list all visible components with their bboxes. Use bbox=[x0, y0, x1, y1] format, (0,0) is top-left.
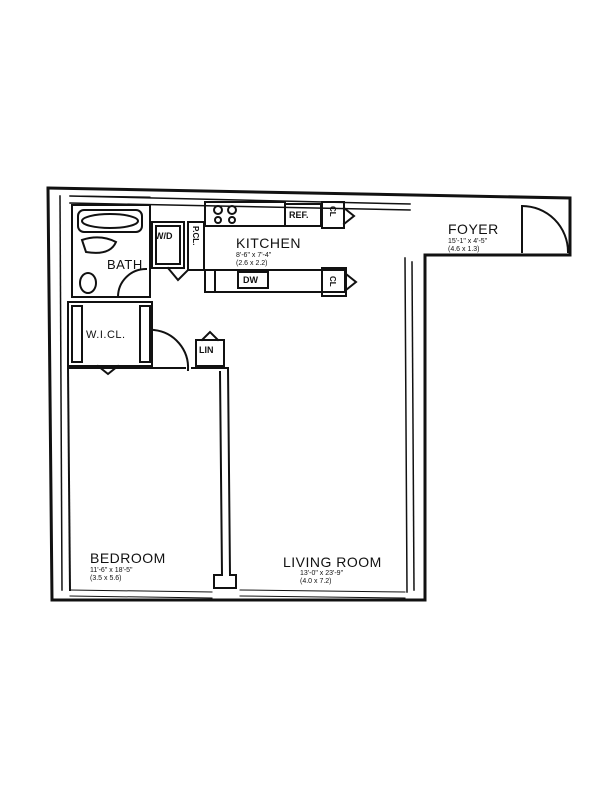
kitchen-label: KITCHEN bbox=[236, 235, 301, 251]
entry-door bbox=[520, 204, 570, 254]
walk-in-closet-walls bbox=[67, 301, 153, 376]
foyer-label: FOYER bbox=[448, 221, 499, 237]
living-room-dims-ft: 13'-0" x 23'-9" bbox=[300, 570, 344, 577]
exterior-walls bbox=[46, 186, 572, 602]
washer-dryer-label: W/D bbox=[155, 231, 173, 241]
walk-in-closet-label: W.I.CL. bbox=[86, 329, 126, 341]
kitchen-dims-ft: 8'-6" x 7'-4" bbox=[236, 252, 272, 259]
wd-closet bbox=[151, 221, 205, 282]
pantry-closet-label: P.CL. bbox=[191, 226, 200, 246]
bedroom-living-partition bbox=[66, 366, 237, 592]
bath-label: BATH bbox=[107, 257, 143, 272]
kitchen-dims-m: (2.6 x 2.2) bbox=[236, 260, 268, 267]
bath-walls bbox=[71, 204, 151, 299]
living-room-label: LIVING ROOM bbox=[283, 554, 382, 570]
closet-label-top: CL bbox=[328, 206, 337, 217]
windows bbox=[69, 195, 406, 599]
refrigerator-label: REF. bbox=[289, 210, 309, 220]
kitchen-counters bbox=[204, 201, 358, 297]
dishwasher-label: DW bbox=[243, 275, 258, 285]
living-room-dims-m: (4.0 x 7.2) bbox=[300, 578, 332, 585]
closet-label-bottom: CL bbox=[328, 276, 337, 287]
refrigerator-and-closet bbox=[284, 201, 356, 229]
linen-closet-label: LIN bbox=[199, 345, 214, 355]
bedroom-dims-m: (3.5 x 5.6) bbox=[90, 575, 122, 582]
foyer-dims-m: (4.6 x 1.3) bbox=[448, 246, 480, 253]
bedroom-dims-ft: 11'-6" x 18'-5" bbox=[90, 567, 133, 574]
bedroom-label: BEDROOM bbox=[90, 550, 166, 566]
foyer-dims-ft: 15'-1" x 4'-5" bbox=[448, 238, 488, 245]
linen-closet bbox=[152, 328, 225, 372]
